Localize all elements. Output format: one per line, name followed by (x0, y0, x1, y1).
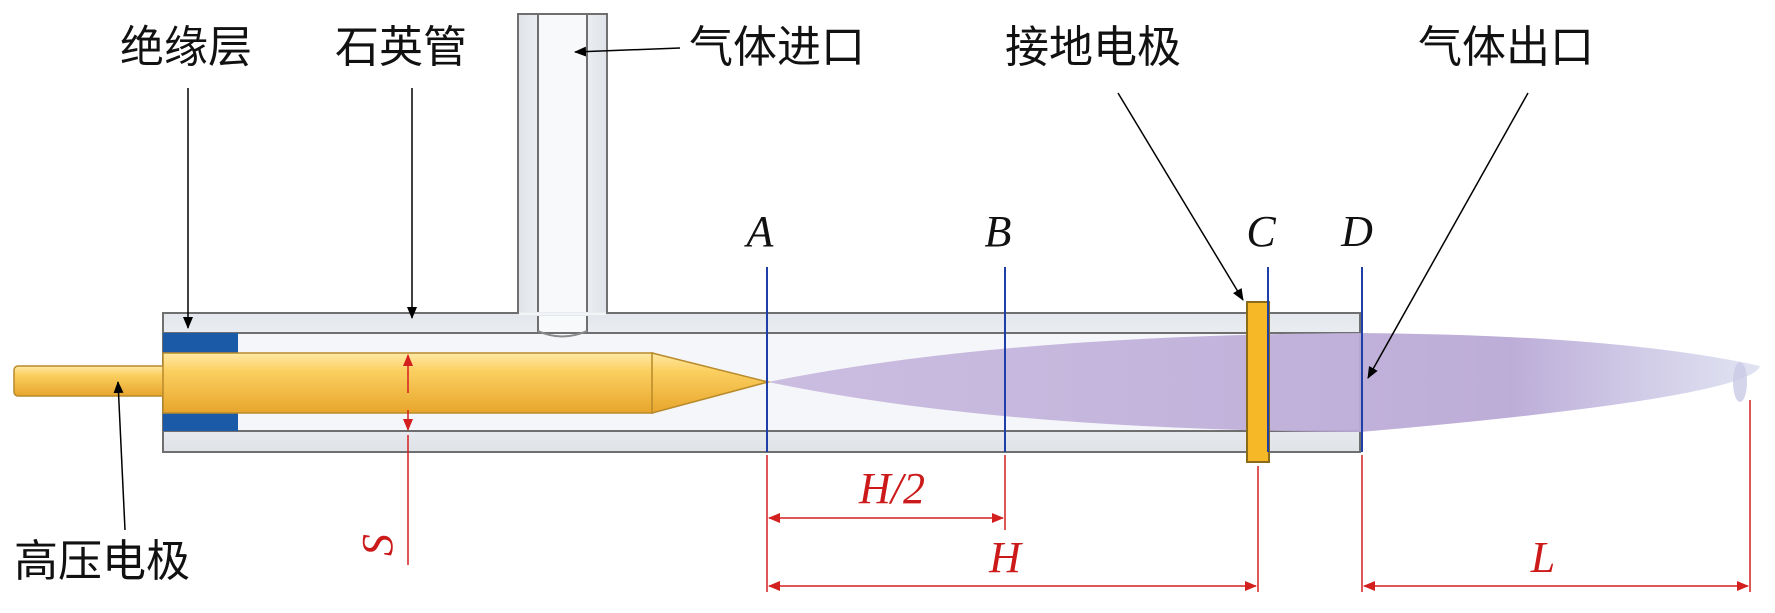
leader-hv-electrode (113, 381, 126, 531)
point-label-b: B (985, 207, 1012, 256)
hv-electrode (13, 352, 771, 414)
label-insulation: 绝缘层 (120, 22, 252, 73)
hv-electrode-tip (651, 352, 771, 414)
gas-inlet-pipe (517, 13, 608, 338)
insulation-layer (163, 333, 238, 431)
label-hv-electrode: 高压电极 (14, 536, 190, 587)
leader-ground-electrode (1117, 92, 1244, 301)
point-label-a: A (744, 207, 775, 256)
label-quartz-tube: 石英管 (335, 22, 467, 73)
leader-gas-outlet (1367, 92, 1529, 379)
label-gas-outlet: 气体出口 (1418, 22, 1594, 73)
dim-label-h: H (988, 533, 1023, 582)
dim-label-half-h: H/2 (858, 464, 925, 513)
label-ground-electrode: 接地电极 (1005, 22, 1181, 73)
dimension-lines (403, 354, 1751, 592)
label-gas-inlet: 气体进口 (689, 22, 865, 73)
point-label-c: C (1246, 207, 1276, 256)
hv-electrode-rod (13, 365, 167, 397)
point-label-d: D (1340, 207, 1373, 256)
dim-label-s: S (353, 534, 402, 556)
dim-label-l: L (1530, 533, 1555, 582)
leader-gas-inlet (574, 46, 681, 57)
position-markers (766, 267, 1363, 452)
ground-electrode (1246, 301, 1270, 463)
plasma-jet-tip (1733, 362, 1747, 402)
leader-arrows (113, 46, 1529, 531)
